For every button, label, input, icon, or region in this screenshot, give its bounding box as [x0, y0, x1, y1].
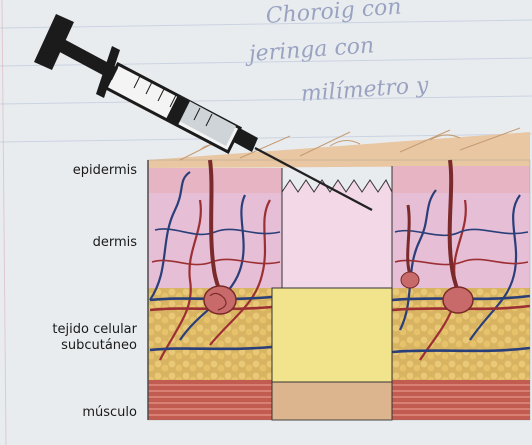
label-dermis: dermis	[93, 235, 137, 251]
label-subcutaneous-line-2: subcutáneo	[7, 338, 137, 354]
subcutaneous-column	[272, 288, 392, 382]
dermis-column	[282, 180, 392, 288]
layer-column	[272, 166, 392, 420]
notebook-rules	[0, 20, 532, 142]
label-subcutaneous-line-1: tejido celular	[7, 322, 137, 338]
label-muscle: músculo	[82, 405, 137, 421]
label-epidermis: epidermis	[73, 163, 137, 179]
label-subcutaneous: tejido celular subcutáneo	[7, 322, 137, 353]
muscle-column	[272, 382, 392, 420]
